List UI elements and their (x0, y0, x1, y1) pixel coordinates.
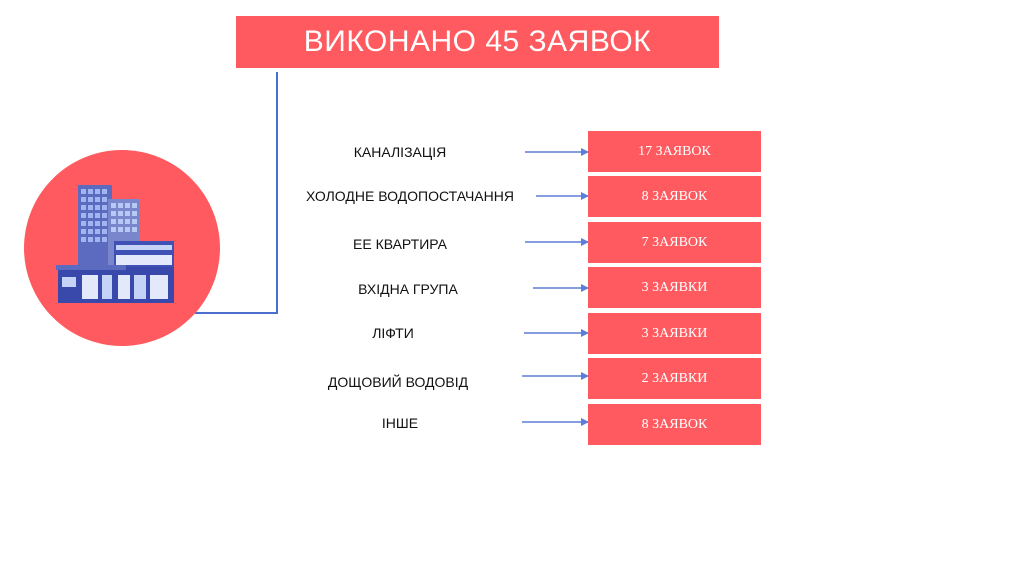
page-title: ВИКОНАНО 45 ЗАЯВОК (303, 25, 652, 58)
category-label-vkhidna-hrupa: ВХІДНА ГРУПА (358, 281, 458, 297)
category-label-ee-kvartyra: ЕЕ КВАРТИРА (353, 236, 447, 252)
count-text: 8 ЗАЯВОК (641, 188, 708, 204)
count-box-6: 2 ЗАЯВКИ (588, 358, 761, 399)
category-label-kanalizatsiia: КАНАЛІЗАЦІЯ (353, 144, 447, 160)
count-text: 3 ЗАЯВКИ (641, 325, 708, 341)
count-box-5: 3 ЗАЯВКИ (588, 313, 761, 354)
count-text: 17 ЗАЯВОК (638, 143, 711, 159)
category-label-doshchovyi-vodovid: ДОЩОВИЙ ВОДОВІД (327, 374, 469, 390)
count-box-2: 8 ЗАЯВОК (588, 176, 761, 217)
title-banner: ВИКОНАНО 45 ЗАЯВОК (236, 16, 719, 68)
office-building-icon (56, 185, 174, 303)
count-box-3: 7 ЗАЯВОК (588, 222, 761, 263)
category-label-kholodne-vodopostachannia: ХОЛОДНЕ ВОДОПОСТАЧАННЯ (306, 188, 514, 204)
count-text: 7 ЗАЯВОК (641, 234, 708, 250)
count-box-1: 17 ЗАЯВОК (588, 131, 761, 172)
count-box-7: 8 ЗАЯВОК (588, 404, 761, 445)
count-box-4: 3 ЗАЯВКИ (588, 267, 761, 308)
category-label-inshe: ІНШЕ (381, 415, 419, 431)
category-label-lifty: ЛІФТИ (372, 325, 414, 341)
count-text: 3 ЗАЯВКИ (641, 279, 708, 295)
count-text: 2 ЗАЯВКИ (641, 370, 708, 386)
count-text: 8 ЗАЯВОК (641, 416, 708, 432)
